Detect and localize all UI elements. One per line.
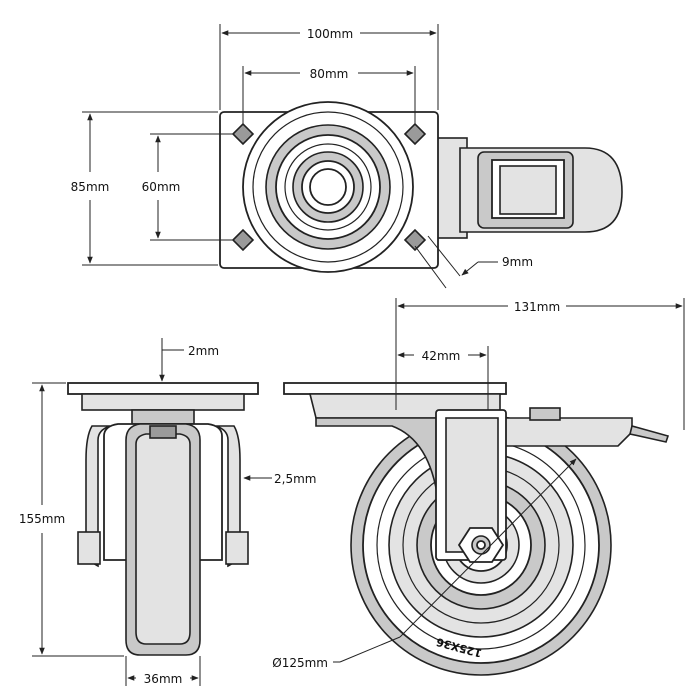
dim-plate-width: 100mm <box>307 27 353 41</box>
side-view: 125X36 131mm 42mm <box>272 298 685 676</box>
dim-plate-depth: 85mm <box>71 180 110 194</box>
brake-lever <box>477 407 670 447</box>
axle-nut <box>457 527 505 563</box>
top-plate-side <box>283 382 507 395</box>
dim-bolt-spacing-x: 80mm <box>310 67 349 81</box>
dim-bolt-spacing-y: 60mm <box>142 180 181 194</box>
swivel-rings <box>242 101 414 273</box>
dim-wheel-diameter: Ø125mm <box>272 656 328 670</box>
dim-wheel-width: 36mm <box>144 672 183 686</box>
dim-bolt-hole: 9mm <box>502 255 533 269</box>
top-plate-front <box>67 382 259 395</box>
dim-plate-thickness: 2mm <box>188 344 219 358</box>
dim-fork-thickness: 2,5mm <box>274 472 316 486</box>
brake-top <box>436 137 623 239</box>
dim-overall-length: 131mm <box>514 300 560 314</box>
dim-offset: 42mm <box>422 349 461 363</box>
bolt-slots <box>231 122 427 252</box>
front-view: 2mm 2,5mm 155mm 36mm <box>19 338 316 686</box>
dim-overall-height: 155mm <box>19 512 65 526</box>
top-view: 100mm 80mm 85mm 60mm 9mm <box>71 24 623 289</box>
